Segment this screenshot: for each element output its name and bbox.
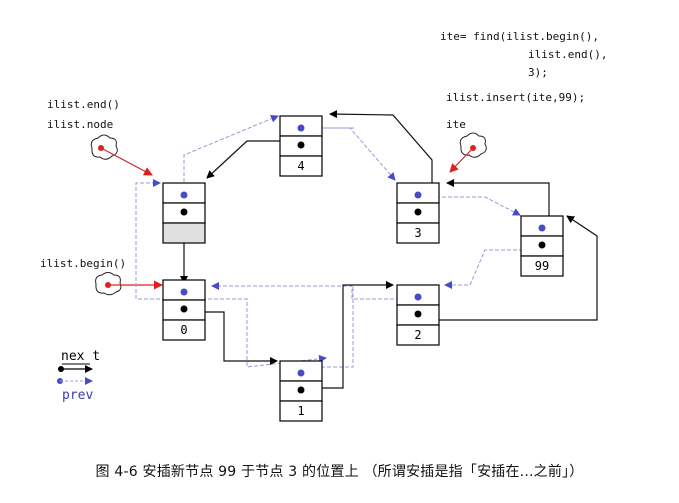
list-node-n2: 2 [396,284,440,346]
prev-pointer-dot [414,293,422,301]
prev-pointer-dot [180,288,188,296]
legend-next-label: nex t [61,349,100,364]
next-link-2-to-99 [418,215,598,321]
node-value: 2 [414,328,421,342]
data-cell [520,255,564,277]
node-value: 4 [297,159,304,173]
figure-caption: 图 4-6 安插新节点 99 于节点 3 的位置上 （所谓安插是指「安插在...… [95,464,584,480]
iterator-cloud-ite [459,132,487,158]
label-ilist-node: ilist.node [47,118,113,131]
node-value: 0 [180,323,187,337]
next-pointer-dot [297,141,305,149]
iterator-arrow-end [100,147,153,176]
data-cell [396,324,440,346]
prev-link-begin-to-end [135,179,184,300]
iterator-cloud-begin [95,272,122,296]
data-cell [396,222,440,244]
data-cell [162,222,206,244]
code-block: ite= find(ilist.begin(), ilist.end(), 3)… [440,30,607,104]
prev-link-1-to-end [303,286,354,368]
prev-pointer-dot [297,369,305,377]
label-ite: ite [446,118,466,131]
list-node-n0: 0 [162,279,206,341]
node-value: 99 [535,259,549,273]
prev-pointer-dot [414,191,422,199]
next-pointer-dot [414,208,422,216]
iterator-cloud-end [90,134,118,160]
next-pointer-dot [180,208,188,216]
label-ilist-end: ilist.end() [47,98,120,111]
prev-pointer-dot [538,224,546,232]
next-pointer-dot [414,310,422,318]
next-pointer-dot [180,305,188,313]
prev-link-99-to-2 [444,249,535,289]
list-node-n1: 1 [279,360,323,422]
list-node-n4: 4 [279,115,323,177]
list-node-n3: 3 [396,182,440,244]
list-node-end [162,182,206,244]
label-ilist-begin: ilist.begin() [40,257,126,270]
next-pointer-dot [538,241,546,249]
code-line-1: ite= find(ilist.begin(), [440,30,599,43]
node-value: 1 [297,404,304,418]
iterator-arrow-ite [449,147,474,173]
prev-link-end-to-n0 [183,114,279,188]
node-value: 3 [414,226,421,240]
prev-pointer-dot [180,191,188,199]
code-line-3: 3); [528,66,548,79]
legend-prev-label: prev [62,388,93,403]
data-cell [279,155,323,177]
prev-link-3-to-99 [418,196,521,216]
list-node-n99: 99 [520,215,564,277]
code-line-4: ilist.insert(ite,99); [446,91,585,104]
data-cell [162,319,206,341]
prev-link-4-to-3 [300,127,396,181]
prev-link-2-to-0 [211,282,418,300]
code-line-2: ilist.end(), [528,48,607,61]
prev-pointer-dot [297,124,305,132]
data-cell [279,400,323,422]
next-pointer-dot [297,386,305,394]
legend: nex t prev [57,349,100,403]
